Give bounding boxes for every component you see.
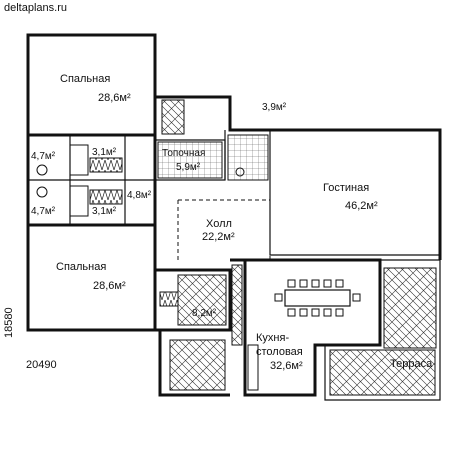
room-area-furnace: 5,9м² bbox=[176, 162, 201, 173]
tiles-furnace bbox=[157, 141, 223, 179]
room-area-hall: 22,2м² bbox=[202, 231, 235, 243]
room-area-corridor: 4,8м² bbox=[127, 190, 152, 201]
room-area-bedroom-bottom: 28,6м² bbox=[93, 280, 126, 292]
stone-floor-vestibule bbox=[169, 339, 226, 391]
toilet-bottom bbox=[36, 186, 48, 198]
bathtub-bottom bbox=[69, 185, 89, 217]
stone-floor-top bbox=[161, 99, 185, 135]
kitchen-counter bbox=[247, 344, 259, 391]
dimension-width: 20490 bbox=[26, 359, 57, 371]
room-name-kitchen-1: Кухня- bbox=[256, 332, 289, 344]
dimension-height: 18580 bbox=[3, 307, 15, 338]
room-area-bath-top: 4,7м² bbox=[31, 151, 56, 162]
toilet-wc bbox=[235, 167, 245, 177]
stone-floor-kitchen-left bbox=[231, 264, 243, 346]
room-area-bath-bottom: 4,7м² bbox=[31, 206, 56, 217]
room-name-hall: Холл bbox=[206, 218, 232, 230]
wardrobe-bottom bbox=[89, 189, 123, 205]
stone-floor-terrace-side bbox=[383, 267, 437, 349]
room-name-bedroom-top: Спальная bbox=[60, 73, 110, 85]
room-area-closet-bottom: 3,1м² bbox=[92, 206, 117, 217]
room-name-living: Гостиная bbox=[323, 182, 369, 194]
tiles-wc bbox=[227, 134, 269, 181]
dining-table bbox=[274, 279, 361, 317]
room-name-terrace: Терраса bbox=[390, 358, 433, 370]
bathtub-top bbox=[69, 144, 89, 176]
room-area-closet-top: 3,1м² bbox=[92, 147, 117, 158]
stone-floor-terrace bbox=[329, 349, 436, 396]
room-name-furnace: Топочная bbox=[162, 148, 205, 159]
room-area-kitchen: 32,6м² bbox=[270, 360, 303, 372]
room-area-wc: 3,9м² bbox=[262, 102, 287, 113]
room-area-stair-hall: 8,2м² bbox=[192, 308, 217, 319]
wardrobe-stair bbox=[159, 291, 179, 307]
room-area-living: 46,2м² bbox=[345, 200, 378, 212]
room-name-kitchen-2: столовая bbox=[256, 346, 303, 358]
wardrobe-top bbox=[89, 157, 123, 173]
toilet-top bbox=[36, 164, 48, 176]
room-name-bedroom-bottom: Спальная bbox=[56, 261, 106, 273]
watermark: deltaplans.ru bbox=[4, 2, 67, 14]
room-area-bedroom-top: 28,6м² bbox=[98, 92, 131, 104]
